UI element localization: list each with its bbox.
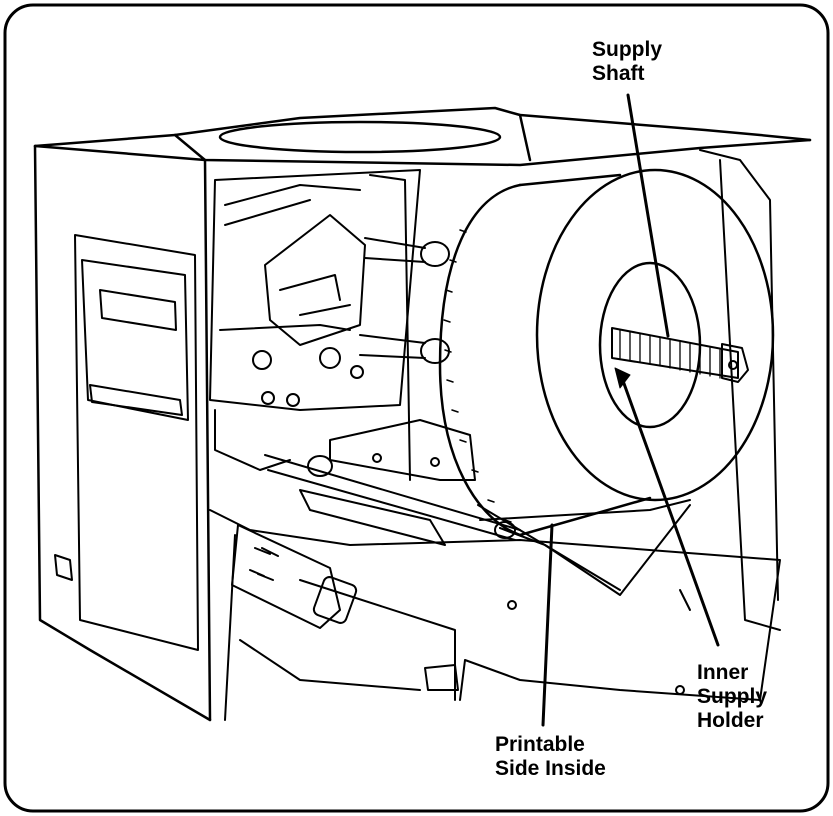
printer-body	[33, 106, 812, 722]
label-inner-supply-holder-line3: Holder	[697, 709, 764, 732]
arrow-inner-supply-holder	[614, 367, 631, 389]
supply-shaft	[611, 327, 749, 383]
label-supply-shaft: Supply Shaft	[592, 38, 662, 86]
label-supply-shaft-line2: Shaft	[592, 62, 645, 85]
leader-printable-side-inside	[541, 523, 554, 727]
figure-border	[3, 3, 830, 813]
label-supply-shaft-line1: Supply	[592, 38, 663, 61]
label-printable-side-inside: Printable Side Inside	[495, 733, 606, 781]
control-panel	[54, 234, 199, 651]
leader-lines	[541, 93, 720, 727]
leader-inner-supply-holder	[620, 376, 720, 647]
printer-interior	[209, 149, 781, 721]
leader-supply-shaft	[626, 93, 670, 338]
label-inner-supply-holder-line1: Inner	[697, 661, 749, 684]
label-printable-side-inside-line2: Side Inside	[495, 757, 606, 780]
label-inner-supply-holder: Inner Supply Holder	[697, 661, 767, 733]
label-inner-supply-holder-line2: Supply	[697, 685, 768, 708]
media-web	[477, 499, 691, 596]
label-printable-side-inside-line1: Printable	[495, 733, 585, 756]
